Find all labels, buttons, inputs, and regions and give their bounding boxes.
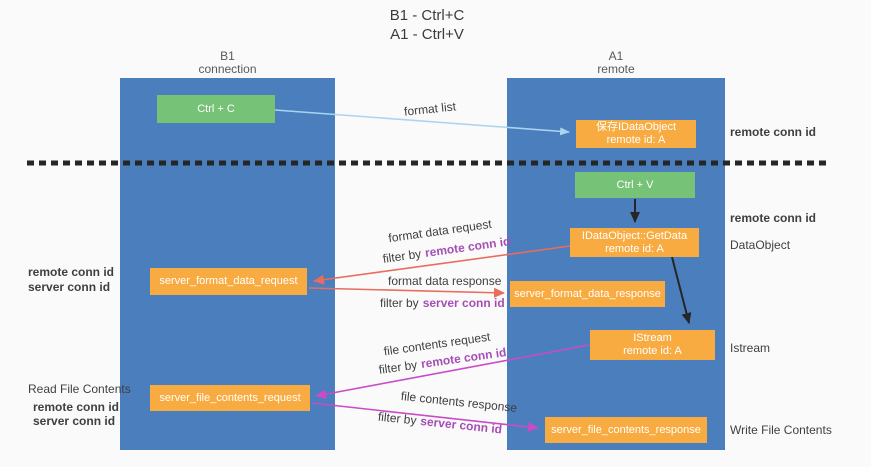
label-filter-server-2-prefix: filter by [377, 409, 418, 428]
label-format-list: format list [403, 99, 457, 119]
label-filter-server-1-value: server conn id [422, 296, 505, 310]
node-server-file-contents-request: server_file_contents_request [150, 385, 310, 411]
label-read-file-contents: Read File Contents [28, 382, 131, 396]
diagram-title: B1 - Ctrl+C A1 - Ctrl+V [327, 6, 527, 44]
label-left-remote-conn-id-bottom: remote conn id [33, 400, 120, 414]
label-filter-remote-1-prefix: filter by [381, 246, 423, 266]
label-istream: Istream [730, 341, 771, 355]
label-file-contents-response: file contents response [400, 388, 518, 416]
title-line-2: A1 - Ctrl+V [390, 26, 464, 43]
label-filter-server-1-prefix: filter by [380, 296, 419, 310]
lane-b1-role: connection [198, 62, 257, 76]
label-right-remote-conn-id-mid: remote conn id [730, 211, 817, 225]
node-format-response-label: server_format_data_response [514, 287, 661, 300]
lane-header-b1: B1 connection [120, 50, 335, 76]
label-right-remote-conn-id-top: remote conn id [730, 125, 817, 139]
lane-a1-name: A1 [608, 49, 624, 63]
label-left-server-conn-id-top: server conn id [28, 280, 111, 294]
label-left-remote-conn-id-top: remote conn id [28, 265, 115, 279]
node-format-request-label: server_format_data_request [159, 275, 298, 287]
node-saved-idataobject: 保存IDataObject remote id: A [576, 120, 696, 148]
lane-a1-role: remote [597, 62, 635, 76]
node-istream-line2: remote id: A [623, 345, 682, 357]
node-file-request-label: server_file_contents_request [159, 391, 301, 404]
node-getdata-line1: IDataObject::GetData [581, 229, 688, 242]
lane-b1-name: B1 [220, 49, 235, 63]
label-filter-server-2-value: server conn id [419, 413, 503, 437]
node-file-response-label: server_file_contents_response [551, 423, 701, 436]
label-left-server-conn-id-bottom: server conn id [33, 414, 116, 428]
node-server-format-data-request: server_format_data_request [150, 268, 307, 295]
node-istream: IStream remote id: A [590, 330, 715, 360]
node-idataobject-getdata: IDataObject::GetData remote id: A [570, 228, 699, 257]
label-write-file-contents: Write File Contents [730, 423, 832, 437]
node-saved-idataobject-line1: 保存IDataObject [595, 121, 677, 133]
label-dataobject: DataObject [730, 238, 791, 252]
label-format-data-response: format data response [388, 274, 502, 288]
lane-header-a1: A1 remote [507, 50, 725, 76]
node-istream-line1: IStream [633, 332, 672, 344]
title-line-1: B1 - Ctrl+C [389, 7, 465, 24]
node-ctrl-c-label: Ctrl + C [197, 102, 235, 115]
format-data-response-arrow [308, 287, 505, 298]
label-filter-remote-2-prefix: filter by [377, 357, 419, 377]
node-server-file-contents-response: server_file_contents_response [545, 417, 707, 443]
node-saved-idataobject-line2: remote id: A [606, 134, 666, 146]
node-ctrl-v: Ctrl + V [575, 172, 695, 198]
node-ctrl-v-label: Ctrl + V [616, 178, 654, 191]
node-ctrl-c: Ctrl + C [157, 95, 275, 123]
node-getdata-line2: remote id: A [605, 242, 664, 255]
node-server-format-data-response: server_format_data_response [510, 281, 665, 307]
